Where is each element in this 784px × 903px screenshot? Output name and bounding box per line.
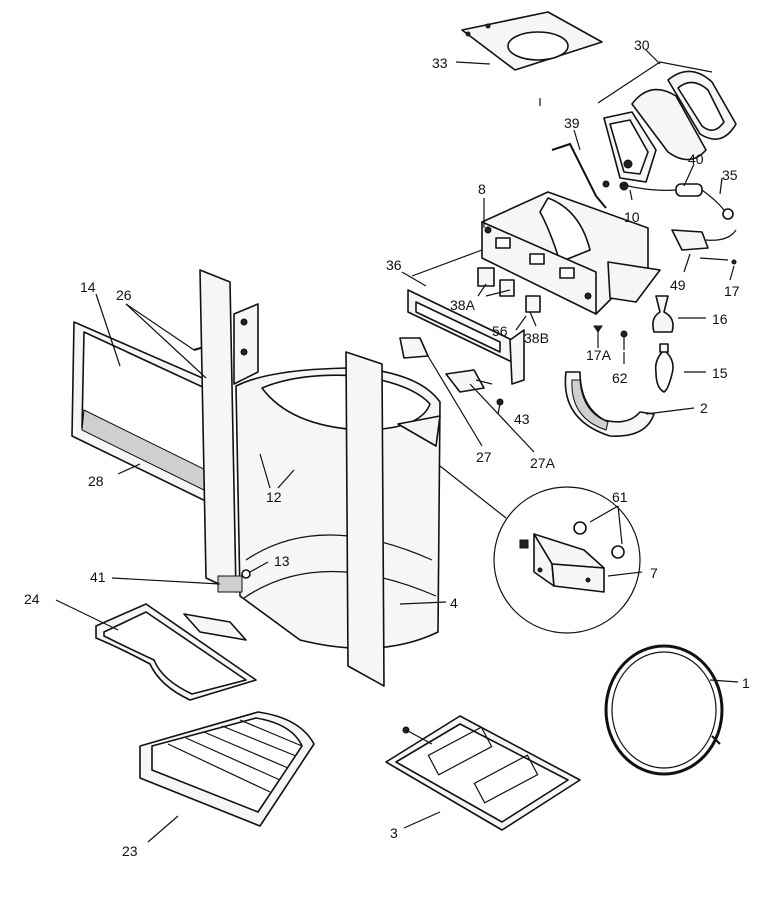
callout-16: 16 bbox=[712, 311, 728, 327]
part-1-ring bbox=[604, 644, 724, 776]
callout-61: 61 bbox=[612, 489, 628, 505]
callout-38a: 38A bbox=[450, 297, 476, 313]
part-14-panel bbox=[71, 321, 231, 509]
callout-27a: 27A bbox=[530, 455, 556, 471]
part-30-chute-door bbox=[597, 61, 737, 183]
callout-17: 17 bbox=[724, 283, 740, 299]
screws-17a-62 bbox=[593, 325, 628, 350]
callout-labels: 1 2 3 4 7 8 10 12 13 14 15 16 17 17A 23 … bbox=[24, 37, 750, 859]
callout-14: 14 bbox=[80, 279, 96, 295]
callout-30: 30 bbox=[634, 37, 650, 53]
callout-27: 27 bbox=[476, 449, 492, 465]
callout-56: 56 bbox=[492, 323, 508, 339]
part-41-spring bbox=[217, 569, 251, 593]
part-23-grill bbox=[139, 711, 315, 827]
part-3-heater bbox=[385, 715, 581, 831]
callout-17a: 17A bbox=[586, 347, 612, 363]
part-40-solenoid bbox=[619, 183, 734, 220]
callout-3: 3 bbox=[390, 825, 398, 841]
callout-40: 40 bbox=[688, 151, 704, 167]
part-2-harness bbox=[564, 371, 655, 437]
part-24-drip-tray bbox=[95, 603, 257, 701]
callout-36: 36 bbox=[386, 257, 402, 273]
callout-43: 43 bbox=[514, 411, 530, 427]
leader-lines bbox=[55, 49, 739, 843]
part-39-lever bbox=[551, 142, 633, 209]
callout-39: 39 bbox=[564, 115, 580, 131]
part-49-connector bbox=[671, 229, 737, 265]
callout-38b: 38B bbox=[524, 330, 549, 346]
callout-10: 10 bbox=[624, 209, 640, 225]
part-4-dispenser-body bbox=[235, 351, 441, 687]
callout-33: 33 bbox=[432, 55, 448, 71]
callout-28: 28 bbox=[88, 473, 104, 489]
callout-24: 24 bbox=[24, 591, 40, 607]
callout-35: 35 bbox=[722, 167, 738, 183]
callout-23: 23 bbox=[122, 843, 138, 859]
callout-13: 13 bbox=[274, 553, 290, 569]
switch-detail-circle bbox=[439, 465, 641, 634]
part-33-top-plate bbox=[461, 11, 603, 106]
part-8-housing bbox=[481, 191, 661, 315]
part-36-frame bbox=[407, 249, 541, 385]
callout-4: 4 bbox=[450, 595, 458, 611]
callout-26: 26 bbox=[116, 287, 132, 303]
part-16-15-lamp bbox=[652, 295, 674, 393]
callout-15: 15 bbox=[712, 365, 728, 381]
callout-12: 12 bbox=[266, 489, 282, 505]
callout-1: 1 bbox=[742, 675, 750, 691]
callout-7: 7 bbox=[650, 565, 658, 581]
callout-41: 41 bbox=[90, 569, 106, 585]
callout-62: 62 bbox=[612, 370, 628, 386]
callout-2: 2 bbox=[700, 400, 708, 416]
callout-8: 8 bbox=[478, 181, 486, 197]
callout-49: 49 bbox=[670, 277, 686, 293]
